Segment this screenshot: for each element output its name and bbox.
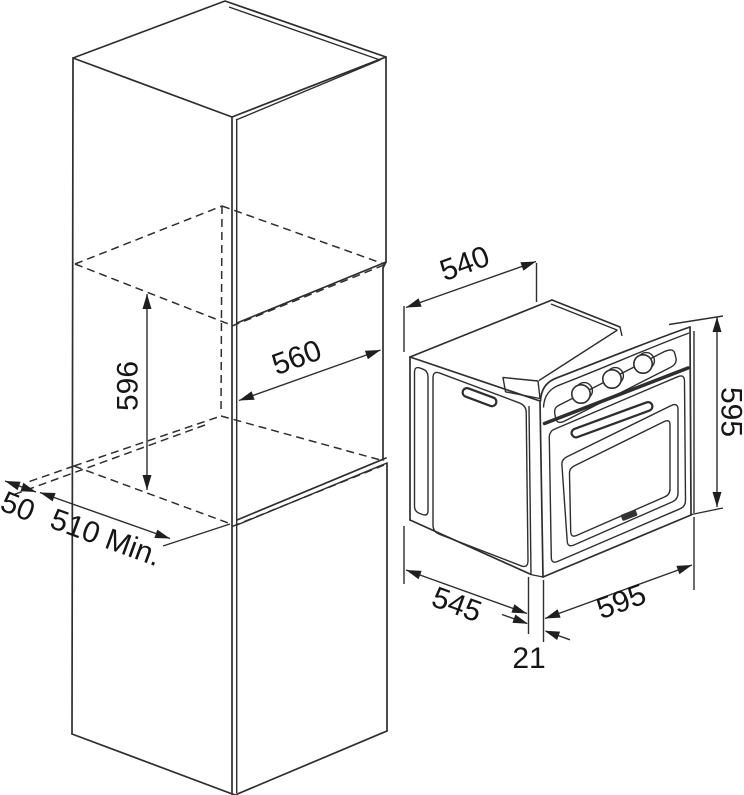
arrow-upright-icon <box>676 565 692 575</box>
arrow-left-icon <box>544 630 561 640</box>
knob-3[interactable] <box>632 351 656 374</box>
dim-door-protrusion: 21 <box>501 580 571 675</box>
arrow-right-icon <box>512 614 528 624</box>
oven-top-back-left-edge <box>409 299 553 358</box>
side-panel-strip <box>413 366 429 516</box>
fascia-top-arch-outer <box>539 326 691 402</box>
arrow-downleft-icon <box>406 298 422 308</box>
arrow-downleft-icon <box>545 609 561 619</box>
oven-door-outline[interactable] <box>548 375 687 563</box>
fascia-right-edge <box>689 326 692 516</box>
niche-back-extension-line <box>9 424 206 497</box>
door-window-outer <box>561 403 679 547</box>
door-window-inner <box>568 419 671 537</box>
fascia-left-edge <box>539 400 544 578</box>
oven-front-height-label: 595 <box>715 387 744 437</box>
niche-width-label: 560 <box>268 334 326 382</box>
dim-line <box>405 260 537 309</box>
dim-line <box>238 349 381 402</box>
niche-top-back-left-edge <box>74 205 223 265</box>
brand-logo <box>620 509 638 521</box>
cabinet-top-edge-inner <box>228 6 381 121</box>
cabinet-back-extension-line <box>27 465 75 483</box>
extension-line <box>162 523 231 547</box>
niche-height-label: 596 <box>112 361 145 411</box>
oven-top-back-right-edge-inner <box>550 303 618 331</box>
arrow-down-icon <box>712 492 722 507</box>
fascia-bottom-edge <box>542 514 692 578</box>
arrow-up-icon <box>142 294 152 309</box>
cabinet-front-bottom-edge <box>234 730 388 795</box>
dim-line <box>544 564 693 620</box>
oven-top-back-right-edge <box>551 299 621 328</box>
knob-2[interactable] <box>601 366 625 389</box>
extension-line <box>668 315 724 326</box>
oven-top-front-seam <box>538 329 618 382</box>
side-handle-cutout-inner <box>463 389 496 406</box>
dim-niche-depth: 510 Min. <box>39 491 231 573</box>
cabinet-left-bottom-edge <box>71 733 236 795</box>
arrow-upleft-icon <box>5 481 21 491</box>
niche-bottom-front-edge <box>230 464 385 528</box>
niche-hidden-lines <box>9 205 385 528</box>
arrow-up-icon <box>712 317 722 332</box>
control-panel-separator <box>542 366 690 426</box>
niche-top-left-edge <box>74 263 232 326</box>
niche-top-front-edge <box>231 264 385 327</box>
door-protrusion-label: 21 <box>512 642 545 675</box>
niche-bottom-back-right-edge <box>220 415 385 462</box>
dim-niche-width: 560 <box>238 334 381 402</box>
oven-front-width-label: 595 <box>592 578 650 626</box>
dim-oven-front-height: 595 <box>668 315 744 516</box>
control-recess <box>553 349 677 424</box>
cabinet-left-edge <box>71 57 74 735</box>
niche-top-back-right-edge <box>221 205 385 265</box>
oven-side-top-edge <box>409 356 541 402</box>
oven-top-step <box>619 326 623 337</box>
knob-1[interactable] <box>570 381 594 404</box>
oven-bottom-step <box>530 573 544 578</box>
oven-side-bottom-edge <box>409 519 531 575</box>
arrow-downright-icon <box>20 482 36 492</box>
arrow-downright-icon <box>511 604 527 614</box>
dim-oven-top-depth: 540 <box>403 240 538 352</box>
dim-niche-height: 596 <box>112 294 152 490</box>
oven-base-depth-label: 545 <box>427 581 485 629</box>
side-panel-inset <box>432 371 529 568</box>
niche-opening-top-edge <box>236 261 387 324</box>
niche-back-vertical-edge <box>220 205 223 415</box>
extension-line <box>691 507 724 516</box>
arrow-right-icon <box>364 350 381 360</box>
arrow-left-icon <box>239 391 255 401</box>
arrow-down-icon <box>142 475 152 490</box>
arrow-upright-icon <box>520 261 536 271</box>
niche-bottom-left-edge <box>73 465 232 525</box>
arrow-upleft-icon <box>406 570 422 580</box>
dim-line <box>39 491 171 540</box>
arrow-downright-icon <box>154 529 170 539</box>
dim-line <box>405 569 528 615</box>
arrow-upleft-icon <box>40 492 56 502</box>
oven-drawing <box>409 299 695 578</box>
door-handle-inner <box>572 403 652 437</box>
oven-top-depth-label: 540 <box>436 240 494 288</box>
niche-opening-bottom-edge <box>236 457 387 521</box>
cabinet-top-face <box>72 0 387 118</box>
fascia-top-arch-inner <box>542 332 690 408</box>
niche-depth-label: 510 Min. <box>46 503 165 573</box>
oven-side-front-edge <box>528 405 532 576</box>
